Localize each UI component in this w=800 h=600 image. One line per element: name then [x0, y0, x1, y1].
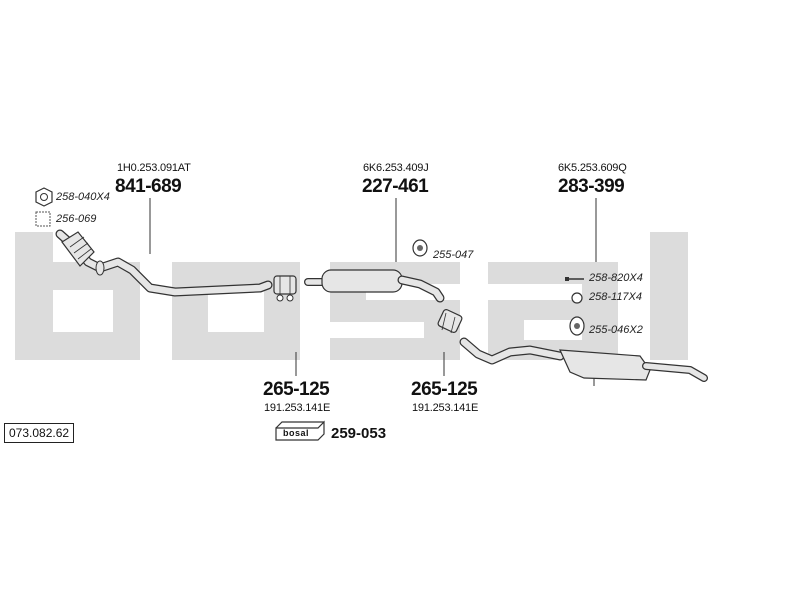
- rear-muffler-part: [459, 337, 708, 386]
- clamp-left-number: 265-125: [263, 379, 330, 400]
- hanger-rear-label: 255-046X2: [589, 324, 643, 336]
- ring-icon: [571, 292, 583, 304]
- watermark-logo: [15, 232, 688, 360]
- gasket-label: 256-069: [56, 213, 97, 225]
- gasket-icon: [35, 211, 51, 227]
- bolt-label: 258-820X4: [589, 272, 643, 284]
- bolt-icon: [565, 277, 584, 281]
- clamp-right-number: 265-125: [411, 379, 478, 400]
- mounting-kit-number: 259-053: [331, 425, 387, 442]
- clamp-right-oem: 191.253.141E: [412, 402, 479, 414]
- rear-muffler-oem: 6K5.253.609Q: [558, 162, 627, 174]
- clamp-left-part: [273, 275, 297, 302]
- middle-muffler-number: 227-461: [362, 176, 429, 197]
- nut-label: 258-040X4: [56, 191, 110, 203]
- hanger-rear-icon: [569, 316, 585, 336]
- mounting-kit-logo: bosal: [283, 428, 310, 438]
- clamp-left-oem: 191.253.141E: [264, 402, 331, 414]
- leader-lines: [149, 198, 597, 376]
- middle-muffler-oem: 6K6.253.409J: [363, 162, 429, 174]
- clamp-right-part: [437, 309, 463, 334]
- diagram-reference: 073.082.62: [4, 423, 75, 443]
- hanger-mid-icon: [412, 239, 428, 257]
- front-pipe-part: [55, 229, 273, 297]
- front-pipe-oem: 1H0.253.091AT: [117, 162, 191, 174]
- mounting-kit-icon: [275, 420, 325, 441]
- middle-muffler-part: [304, 269, 445, 303]
- front-pipe-number: 841-689: [115, 176, 182, 197]
- nut-icon: [35, 187, 53, 207]
- rear-muffler-number: 283-399: [558, 176, 625, 197]
- ring-label: 258-117X4: [589, 291, 643, 303]
- hanger-mid-label: 255-047: [433, 249, 474, 261]
